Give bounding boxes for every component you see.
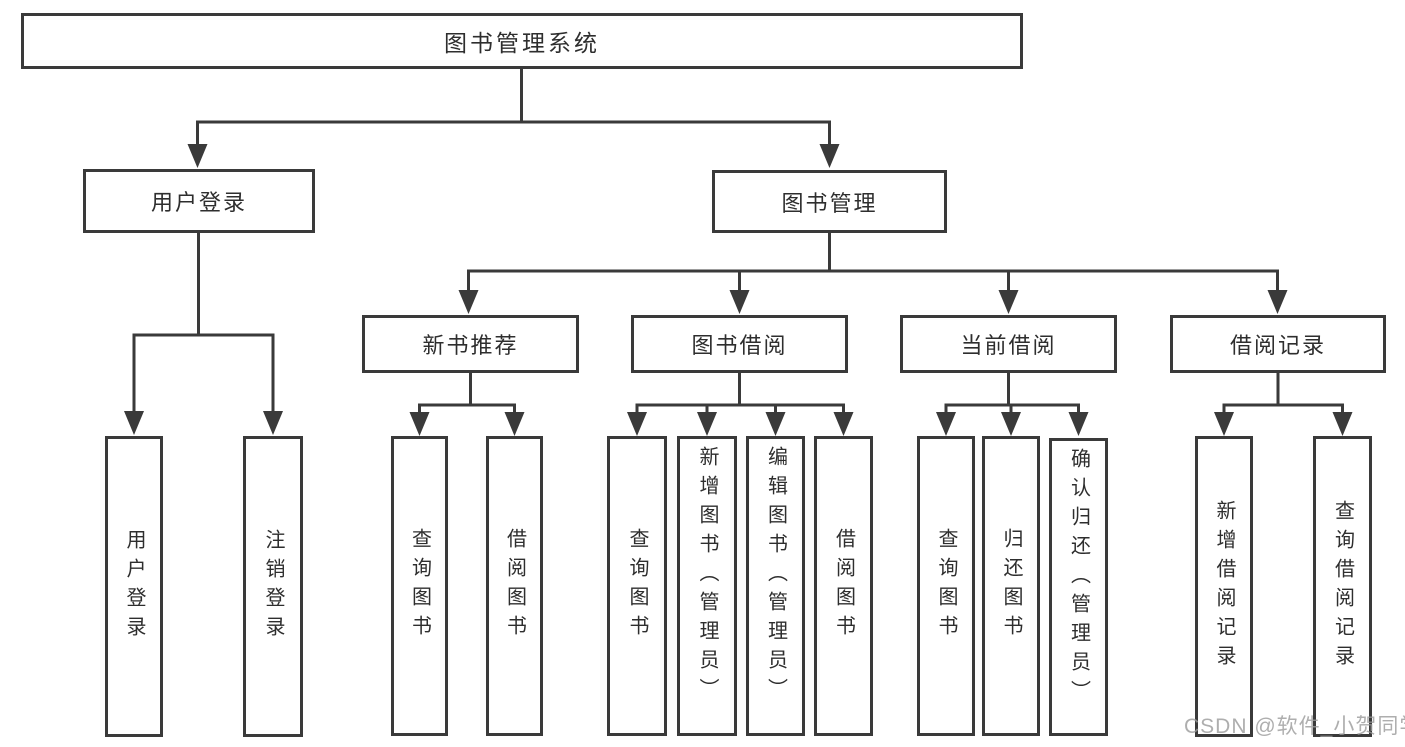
node-new-book-recommend: 新书推荐: [362, 315, 579, 373]
node-book-management: 图书管理: [712, 170, 947, 233]
node-current-borrowing-label: 当前借阅: [960, 333, 1057, 358]
leaf-add-books-admin-label: 新增图书（管理员）: [696, 446, 718, 707]
leaf-query-borrow-record: 查询借阅记录: [1313, 436, 1372, 737]
leaf-current-query-books: 查询图书: [917, 436, 975, 736]
leaf-borrowing-borrow-books: 借阅图书: [814, 436, 873, 736]
leaf-recommend-query-books: 查询图书: [391, 436, 448, 736]
leaf-add-borrow-record-label: 新增借阅记录: [1213, 499, 1235, 674]
node-book-borrowing: 图书借阅: [631, 315, 848, 373]
leaf-confirm-return-admin: 确认归还（管理员）: [1049, 438, 1108, 736]
leaf-user-login: 用户登录: [105, 436, 163, 737]
csdn-watermark: CSDN @软件_小贺同学: [1184, 715, 1405, 738]
leaf-edit-books-admin: 编辑图书（管理员）: [746, 436, 805, 736]
node-borrowing-records: 借阅记录: [1170, 315, 1386, 373]
leaf-recommend-query-books-label: 查询图书: [408, 528, 431, 644]
leaf-recommend-borrow-books-label: 借阅图书: [503, 528, 526, 644]
leaf-borrowing-borrow-books-label: 借阅图书: [832, 528, 855, 644]
connector-lines: [132, 68, 1344, 418]
leaf-add-books-admin: 新增图书（管理员）: [677, 436, 737, 736]
leaf-current-query-books-label: 查询图书: [935, 528, 957, 644]
leaf-edit-books-admin-label: 编辑图书（管理员）: [764, 446, 787, 707]
leaf-borrowing-query-books: 查询图书: [607, 436, 667, 736]
leaf-recommend-borrow-books: 借阅图书: [486, 436, 543, 736]
leaf-confirm-return-admin-label: 确认归还（管理员）: [1067, 448, 1090, 709]
leaf-add-borrow-record: 新增借阅记录: [1195, 436, 1253, 737]
leaf-query-borrow-record-label: 查询借阅记录: [1331, 499, 1354, 674]
node-user-login: 用户登录: [83, 169, 315, 233]
node-current-borrowing: [900, 315, 1117, 373]
leaf-return-books: 归还图书: [982, 436, 1040, 736]
leaf-user-login-label: 用户登录: [123, 528, 145, 645]
leaf-logout: 注销登录: [243, 436, 303, 737]
leaf-logout-label: 注销登录: [262, 528, 284, 645]
node-root-system: 图书管理系统: [21, 13, 1023, 69]
leaf-borrowing-query-books-label: 查询图书: [626, 528, 648, 644]
connector-arrowheads: [124, 144, 1353, 436]
leaf-return-books-label: 归还图书: [1000, 528, 1022, 644]
